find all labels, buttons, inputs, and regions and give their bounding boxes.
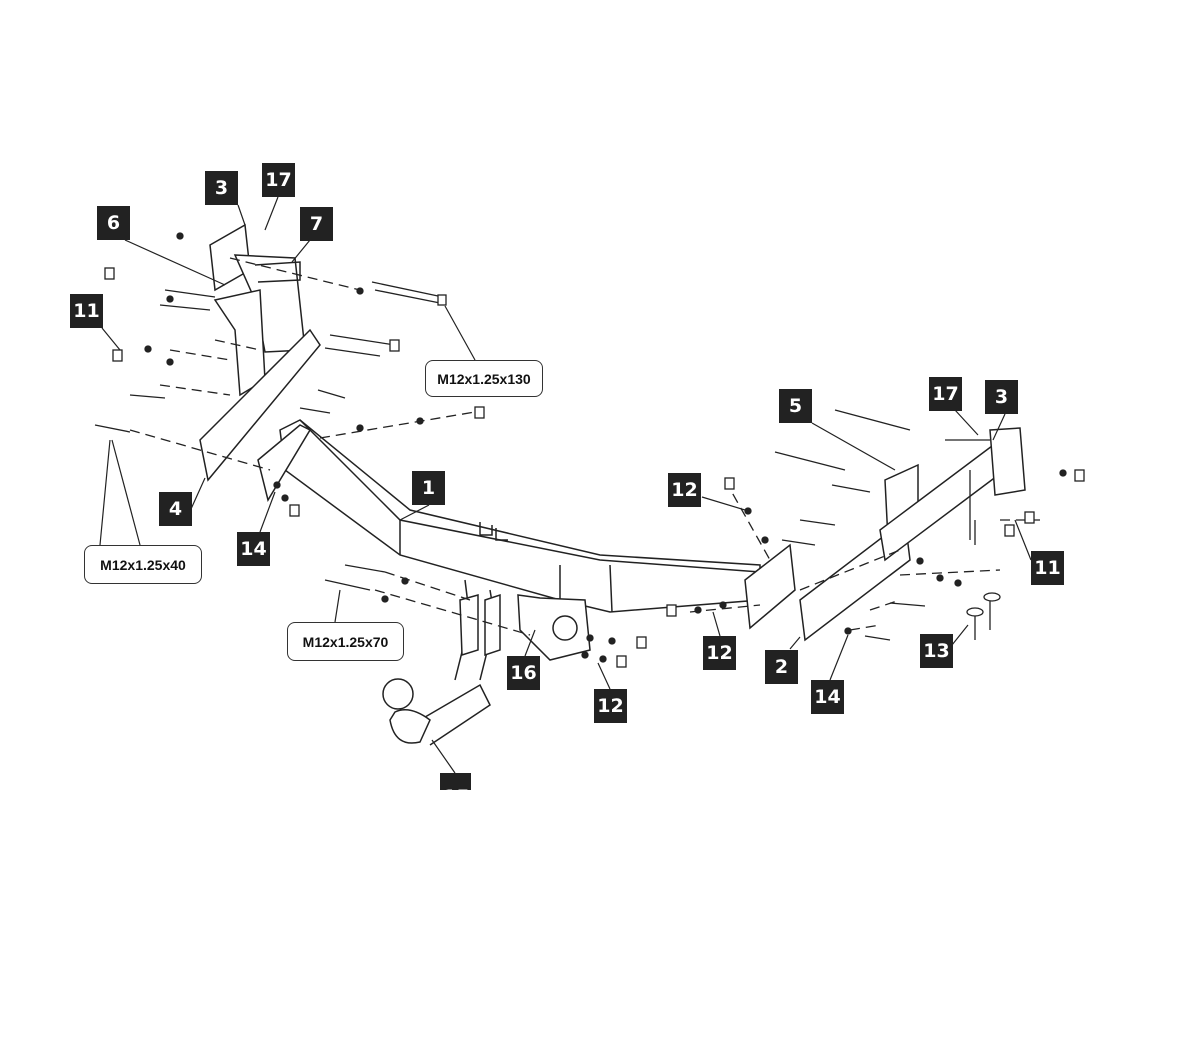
part-label-6: 6 xyxy=(97,206,130,240)
part-label-2: 2 xyxy=(765,650,798,684)
leader-lines xyxy=(99,196,1032,774)
left-side-plate-part-4 xyxy=(199,328,321,502)
right-plates-parts-2-5 xyxy=(744,427,1026,642)
part-label-4: 4 xyxy=(159,492,192,526)
part-label-17-right: 17 xyxy=(929,377,962,411)
part-label-12-bottom: 12 xyxy=(594,689,627,723)
part-label-14-left: 14 xyxy=(237,532,270,566)
socket-plate-part-16 xyxy=(517,594,591,661)
part-label-11-left: 11 xyxy=(70,294,103,328)
part-label-12-mid: 12 xyxy=(703,636,736,670)
bolt-spec-70: M12x1.25x70 xyxy=(287,622,404,661)
part-label-7: 7 xyxy=(300,207,333,241)
part-label-11-right: 11 xyxy=(1031,551,1064,585)
bolts-and-nuts xyxy=(94,232,1085,668)
part-label-15-clipped: 15 xyxy=(440,773,471,790)
tow-ball-part-15 xyxy=(382,579,501,746)
part-label-17-left: 17 xyxy=(262,163,295,197)
bolt-spec-40: M12x1.25x40 xyxy=(84,545,202,584)
crossbar-part-1 xyxy=(279,419,761,613)
part-label-14-right: 14 xyxy=(811,680,844,714)
part-label-13: 13 xyxy=(920,634,953,668)
part-label-3-left: 3 xyxy=(205,171,238,205)
part-label-1: 1 xyxy=(412,471,445,505)
part-label-15: 15 xyxy=(440,773,471,790)
bolt-spec-130: M12x1.25x130 xyxy=(425,360,543,397)
part-label-16: 16 xyxy=(507,656,540,690)
left-bracket-parts-3-6-7 xyxy=(209,223,306,397)
part-label-3-right: 3 xyxy=(985,380,1018,414)
part-label-12-top: 12 xyxy=(668,473,701,507)
part-label-5: 5 xyxy=(779,389,812,423)
